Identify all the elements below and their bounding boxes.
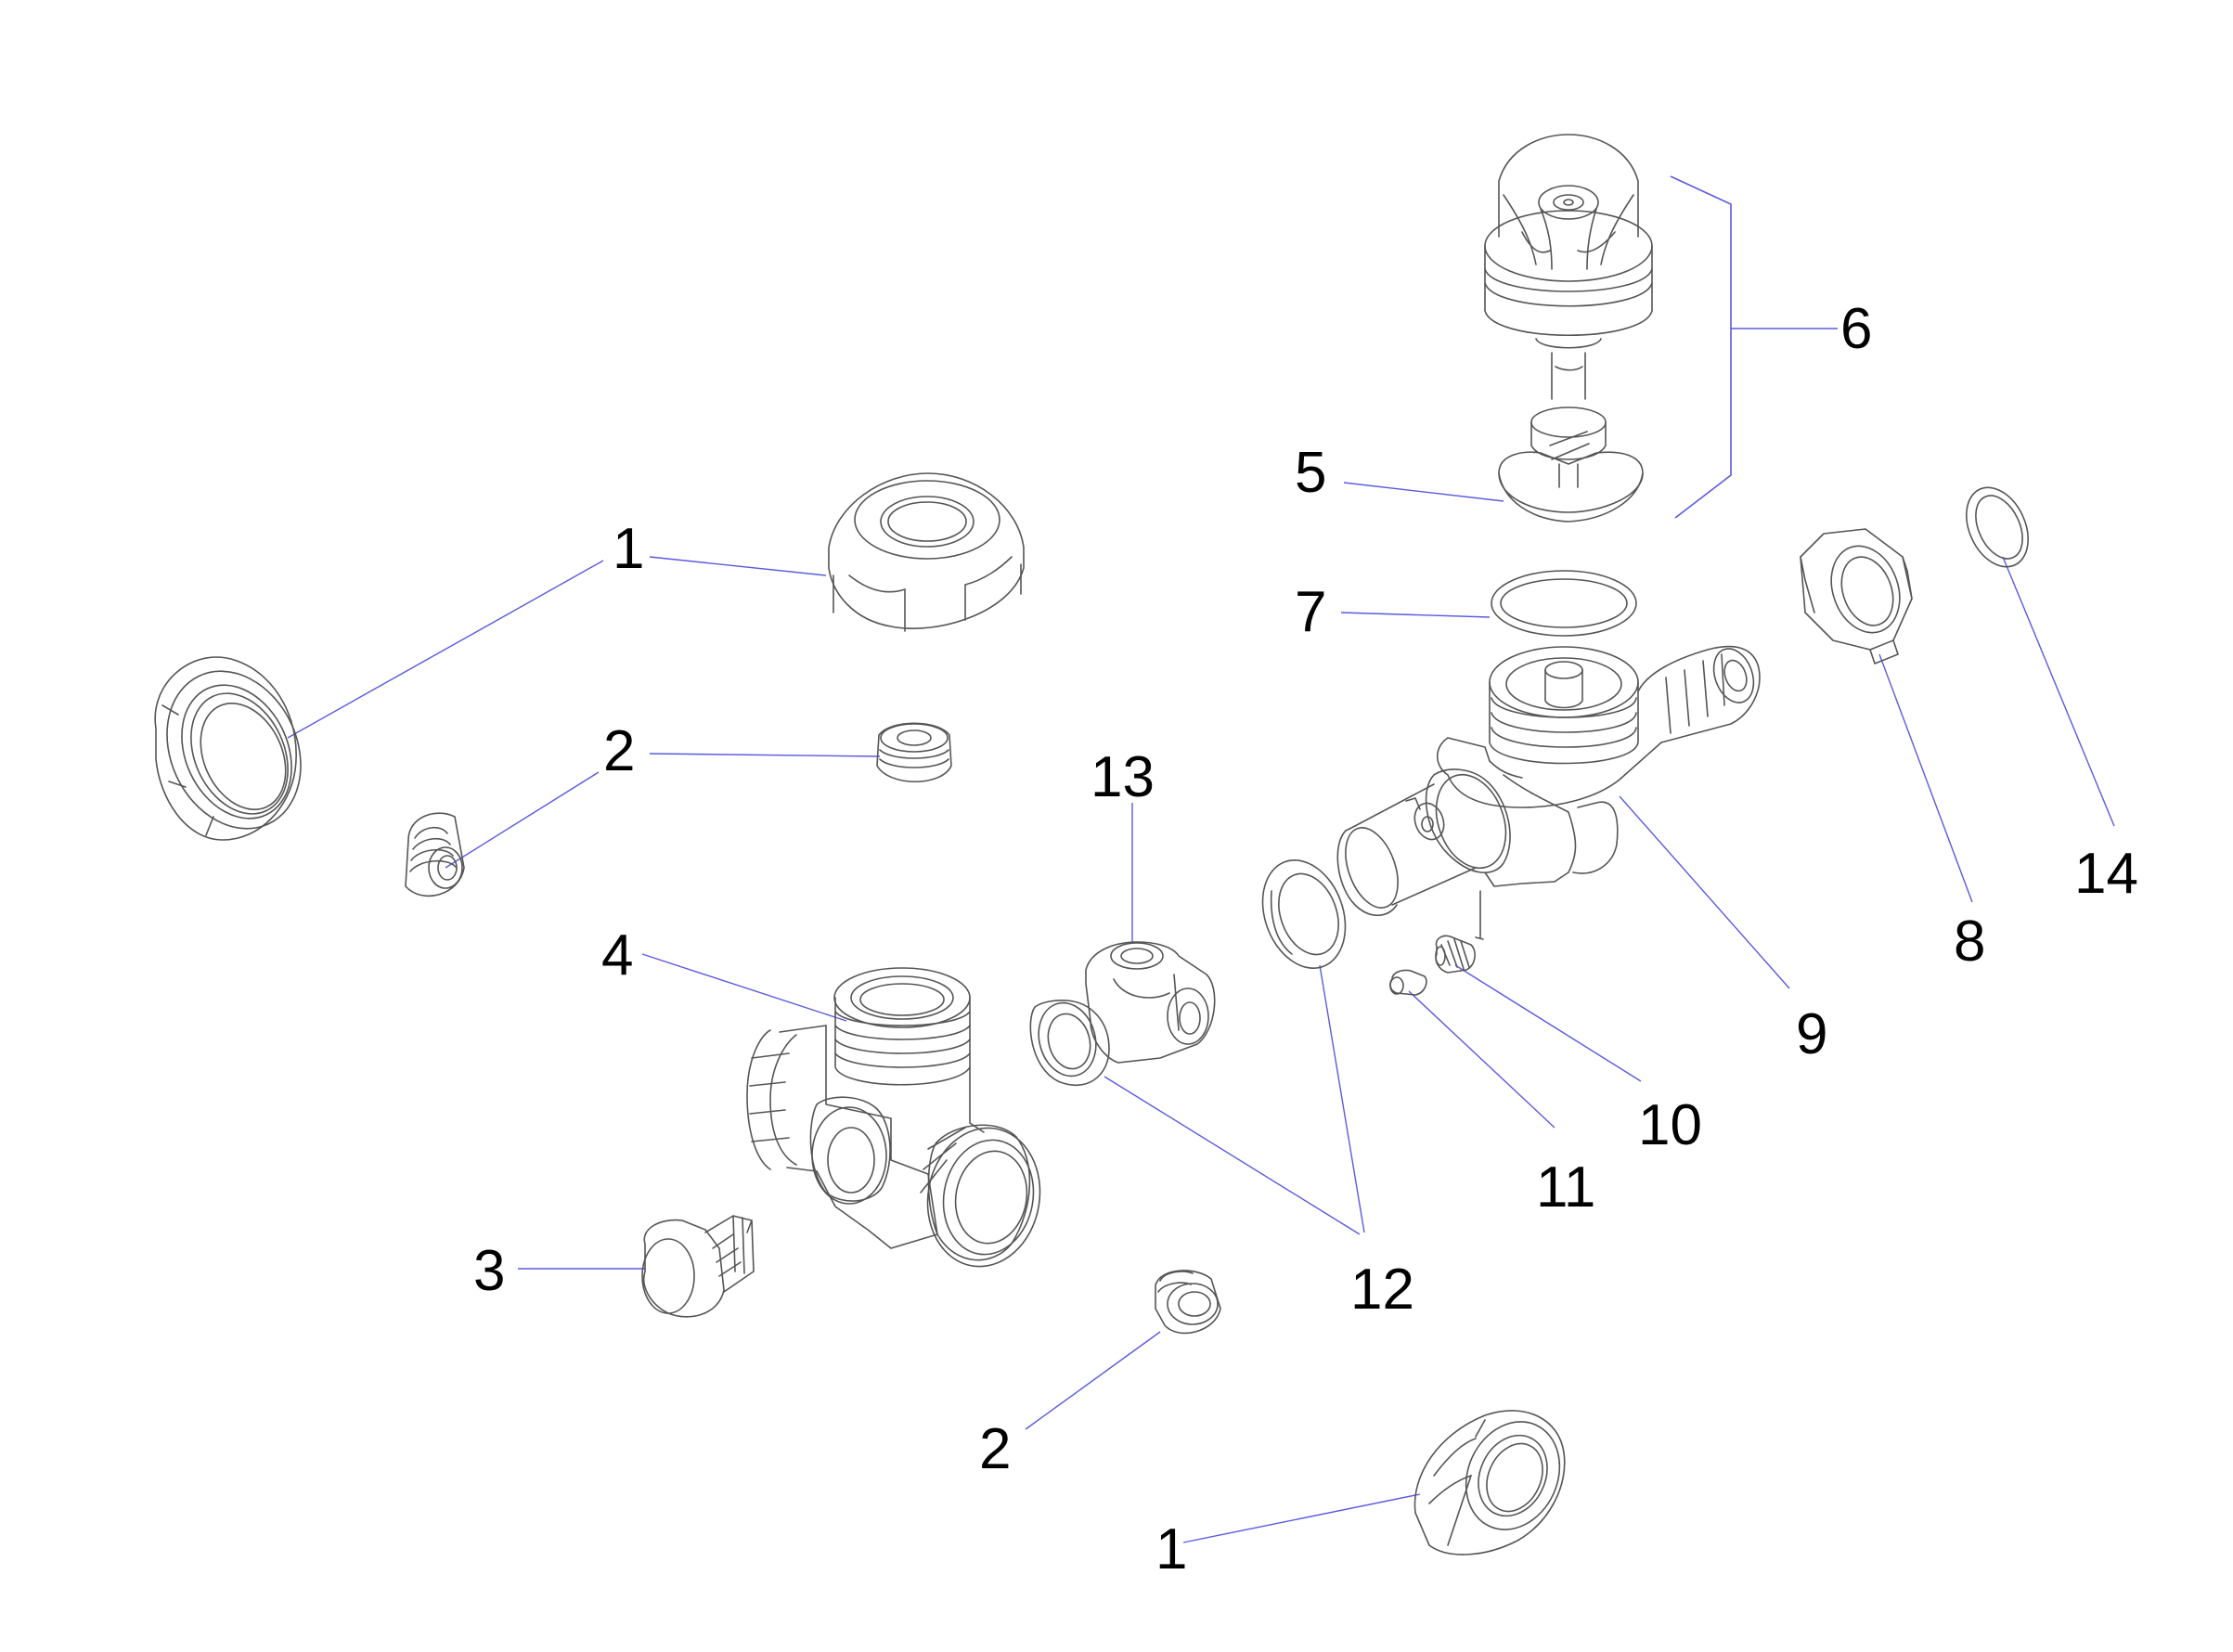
callout-11: 11 [1536, 1155, 1595, 1220]
flat-washer-icon [1261, 859, 1347, 969]
leader-2-to-plug-left [445, 771, 600, 869]
leader-1-to-nut-top [649, 556, 827, 576]
o-ring-icon [1491, 570, 1637, 637]
pin-icon [1389, 969, 1427, 996]
callout-9: 9 [1796, 1002, 1827, 1066]
valve-head-assembly-icon [1484, 134, 1653, 523]
cap-nut-bottom-icon [1413, 1410, 1566, 1555]
callout-7: 7 [1295, 580, 1326, 644]
leader-2-to-plug-top [649, 753, 881, 757]
leader-lines [287, 175, 2115, 1543]
callout-4: 4 [601, 923, 633, 987]
hex-nut-icon [1800, 528, 1913, 665]
callout-8: 8 [1954, 910, 1985, 974]
leader-12-to-washer [1319, 964, 1365, 1233]
leader-2-to-plug-bottom [1025, 1331, 1161, 1430]
main-body-icon [746, 967, 1041, 1268]
valve-body-icon [1336, 645, 1761, 940]
leader-11-to-pin [1408, 990, 1555, 1129]
leader-4-to-body [641, 953, 847, 1022]
leader-9-to-valve-body [1619, 795, 1790, 989]
callout-1-bottom: 1 [1155, 1517, 1187, 1581]
bracket-6-assembly [1670, 175, 1732, 519]
bolt-icon [641, 1215, 755, 1318]
leader-1-to-ring-nut-left [287, 560, 604, 739]
callout-labels: 1 1 2 2 3 4 5 6 7 8 9 10 11 12 13 14 [473, 297, 2138, 1581]
callout-2-top: 2 [603, 719, 635, 783]
callout-12: 12 [1350, 1258, 1414, 1322]
cross-fitting-icon [1029, 941, 1216, 1087]
leader-1-to-nut-bottom [1182, 1493, 1421, 1543]
leader-10-to-spring [1454, 964, 1642, 1082]
plug-bottom-icon [1155, 1270, 1221, 1335]
leader-12-to-ring [1104, 1076, 1361, 1235]
leader-7-to-oring [1340, 612, 1491, 618]
plug-left-icon [405, 812, 465, 897]
leader-14-to-washer [2002, 556, 2115, 827]
callout-10: 10 [1638, 1093, 1702, 1157]
plug-top-icon [876, 722, 952, 782]
callout-5: 5 [1295, 441, 1326, 505]
callout-2-bottom: 2 [979, 1417, 1011, 1481]
spring-icon [1435, 935, 1476, 974]
callout-6: 6 [1840, 297, 1872, 361]
ring-nut-left-icon [154, 656, 302, 841]
leader-5-to-seat [1343, 482, 1504, 502]
callout-1-top: 1 [613, 517, 644, 581]
callout-13: 13 [1091, 745, 1155, 809]
sealing-washer-icon [1966, 486, 2029, 568]
callout-3: 3 [473, 1239, 505, 1303]
callout-14: 14 [2074, 842, 2138, 906]
leader-8-to-hex-nut [1878, 653, 1973, 903]
cap-nut-top-icon [828, 472, 1025, 632]
